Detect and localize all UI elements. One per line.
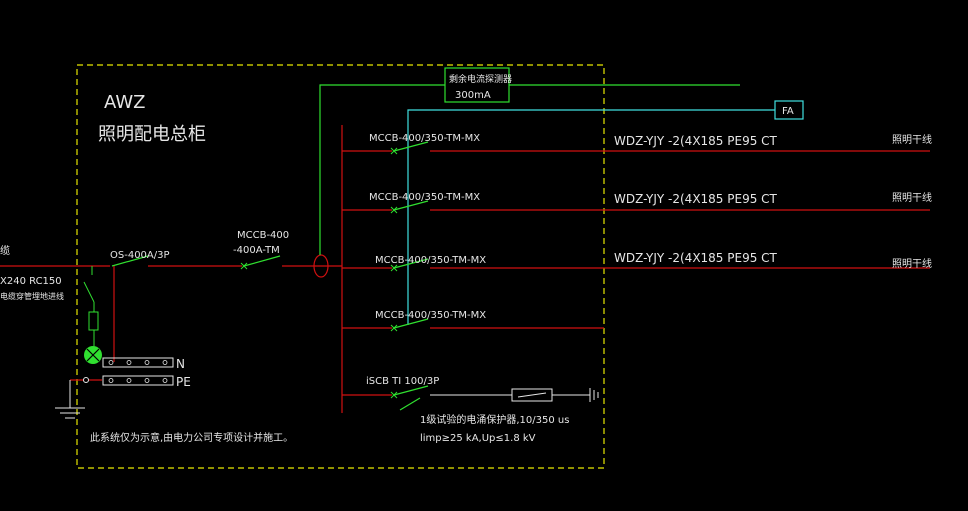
ct-ring	[313, 254, 329, 278]
spd-breaker: iSCB TI 100/3P	[366, 376, 439, 387]
leakage-monitor-label-1: 剩余电流探测器	[449, 73, 512, 85]
leakage-monitor-box	[444, 67, 510, 103]
fa-box	[774, 100, 804, 120]
indicator-cross-2	[86, 348, 100, 362]
spd-desc-2: limp≥25 kA,Up≤1.8 kV	[420, 433, 536, 444]
bar-terminals	[108, 360, 168, 383]
main-breaker-label-2: -400A-TM	[233, 245, 280, 256]
isolator-blade	[111, 255, 149, 267]
fa-label: FA	[782, 106, 794, 117]
feeder-3-breaker: MCCB-400/350-TM-MX	[375, 255, 486, 266]
main-breaker-x2	[240, 262, 248, 270]
n-label: N	[176, 357, 185, 371]
incoming-cable-text: X240 RC150	[0, 276, 62, 287]
feeder-1-breaker: MCCB-400/350-TM-MX	[369, 133, 480, 144]
spd-desc-1: 1级试验的电涌保护器,10/350 us	[420, 413, 569, 426]
panel-code: AWZ	[104, 92, 145, 113]
incoming-edge-text: 缆	[0, 244, 10, 257]
feeder-4-breaker: MCCB-400/350-TM-MX	[375, 310, 486, 321]
isolator-label: OS-400A/3P	[110, 250, 170, 261]
feeder-1: MCCB-400/350-TM-MX WDZ-YJY -2(4X185 PE95…	[342, 133, 932, 155]
pe-terminal	[83, 377, 89, 383]
spd-arrow	[399, 397, 421, 411]
feeder-3-cable: WDZ-YJY -2(4X185 PE95 CT	[614, 251, 778, 265]
feeder-2-cable: WDZ-YJY -2(4X185 PE95 CT	[614, 192, 778, 206]
pe-bar	[102, 375, 174, 386]
feeder-2-breaker: MCCB-400/350-TM-MX	[369, 192, 480, 203]
leakage-monitor-wire	[319, 84, 445, 255]
earth-switch	[83, 281, 95, 303]
feeder-2: MCCB-400/350-TM-MX WDZ-YJY -2(4X185 PE95…	[342, 191, 932, 214]
panel-name: 照明配电总柜	[98, 124, 206, 145]
main-breaker-blade	[243, 255, 281, 267]
feeder-4: MCCB-400/350-TM-MX	[342, 310, 604, 332]
panel-frame	[76, 64, 605, 469]
panel-note: 此系统仅为示意,由电力公司专项设计并施工。	[90, 431, 293, 444]
pe-label: PE	[176, 375, 191, 389]
spd-branch: iSCB TI 100/3P 1级试验的电涌保护器,10/350 us limp…	[342, 376, 599, 444]
feeder-2-dest: 照明干线	[892, 191, 932, 204]
feeder-3-dest: 照明干线	[892, 257, 932, 270]
feeder-3: MCCB-400/350-TM-MX WDZ-YJY -2(4X185 PE95…	[342, 251, 932, 272]
incoming-cable-sub: 电缆穿管埋地进线	[0, 291, 64, 301]
feeder-1-cable: WDZ-YJY -2(4X185 PE95 CT	[614, 134, 778, 148]
feeder-1-dest: 照明干线	[892, 133, 932, 146]
leakage-monitor-label-2: 300mA	[455, 90, 491, 101]
fuse	[88, 311, 99, 331]
n-bar	[102, 357, 174, 368]
shunt-trip-wire	[407, 109, 775, 325]
main-breaker-label-1: MCCB-400	[237, 230, 289, 241]
